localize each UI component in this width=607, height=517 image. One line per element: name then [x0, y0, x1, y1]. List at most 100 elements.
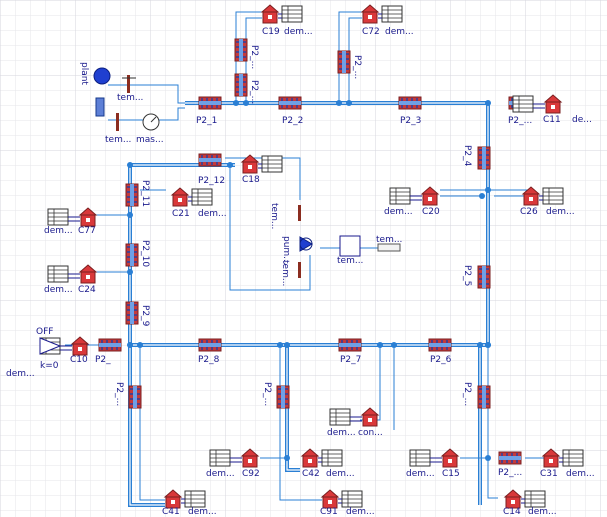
plant-group[interactable]: plant tem... tem... mas...: [79, 62, 164, 145]
pump-loop[interactable]: tem... pum... tem... tem... tem...: [269, 203, 402, 286]
pipe-p2_c72[interactable]: P2_...: [337, 50, 362, 79]
demand-table-icon[interactable]: [329, 408, 351, 426]
consumer-c92[interactable]: C92dem...: [206, 448, 260, 479]
consumer-c18[interactable]: C18: [240, 154, 283, 185]
demand-table-icon[interactable]: [562, 449, 584, 467]
demand-label: dem...: [384, 207, 413, 217]
wire-c72-b: [348, 17, 362, 103]
pipe-label: P2_...: [462, 382, 472, 406]
demand-table-icon[interactable]: [512, 95, 534, 113]
junctions: [127, 100, 491, 461]
demand-label: dem...: [528, 507, 557, 517]
demand-label: dem...: [327, 428, 356, 438]
demand-table-icon[interactable]: [47, 265, 69, 283]
wire-plant-supply: [108, 84, 185, 104]
junction-dot: [127, 269, 133, 275]
pipe-p2_9[interactable]: P2_9: [125, 301, 150, 327]
consumer-label: C26: [520, 207, 538, 217]
consumer-con[interactable]: con...dem...: [327, 407, 383, 438]
pipe-label: P2_...: [498, 468, 522, 478]
demand-table-icon[interactable]: [409, 449, 431, 467]
demand-table-icon[interactable]: [281, 5, 303, 23]
pipe-label: P2_3: [400, 116, 421, 126]
demand-table-icon[interactable]: [389, 187, 411, 205]
demand-table-icon[interactable]: [524, 490, 546, 508]
junction-dot: [377, 342, 383, 348]
consumer-c26[interactable]: C26 dem...: [520, 186, 575, 217]
consumer-c91[interactable]: C91 dem...: [320, 489, 375, 517]
pipe-p2_bm[interactable]: P2_...: [262, 382, 290, 409]
consumer-c24[interactable]: C24dem...: [44, 264, 98, 295]
junction-dot: [243, 100, 249, 106]
demand-table-icon[interactable]: [209, 449, 231, 467]
consumer-c15[interactable]: C15dem...: [406, 448, 460, 479]
pipe-label: P2_6: [430, 355, 452, 365]
consumer-label: C14: [503, 507, 521, 517]
pipe-p2_4[interactable]: P2_4: [462, 145, 491, 170]
demand-label: dem...: [546, 207, 575, 217]
pipe-p2_1[interactable]: P2_1: [196, 96, 222, 126]
pipe-p2_12[interactable]: P2_12: [198, 153, 225, 186]
pipe-p2_8[interactable]: P2_8: [198, 338, 222, 365]
temp-controller-block[interactable]: [339, 235, 361, 257]
consumer-label: C77: [78, 226, 96, 236]
pipe-p2_10[interactable]: P2_10: [125, 240, 150, 267]
consumer-c14[interactable]: C14 dem...: [503, 489, 557, 517]
consumer-label: C91: [320, 507, 338, 517]
pipe-label: P2_...: [114, 382, 124, 406]
demand-label: dem...: [566, 469, 595, 479]
consumer-label: C31: [540, 469, 558, 479]
pipe-p2_c19a[interactable]: P2_...: [234, 38, 259, 69]
pipe-p2_c15[interactable]: P2_...: [498, 451, 522, 478]
boolean-switch-icon[interactable]: [39, 337, 62, 355]
pipe-p2_5[interactable]: P2_5: [462, 265, 491, 289]
demand-table-icon[interactable]: [321, 449, 343, 467]
plant-temp-top-label: tem...: [117, 93, 143, 103]
junction-dot: [346, 100, 352, 106]
plant-temp-bottom-icon: [116, 113, 119, 131]
demand-table-icon[interactable]: [191, 188, 213, 206]
pipe-label: P2_2: [282, 116, 303, 126]
pipe-label: P2_8: [198, 355, 220, 365]
demand-label: de...: [572, 115, 592, 125]
demand-label: dem...: [346, 507, 375, 517]
consumer-c77[interactable]: C77 dem...: [44, 207, 98, 236]
plant-icon[interactable]: [93, 67, 111, 85]
demand-table-icon[interactable]: [542, 187, 564, 205]
consumer-label: C42: [302, 469, 320, 479]
junction-dot: [227, 162, 233, 168]
temp-source-block[interactable]: [377, 243, 401, 252]
consumer-label: C19: [262, 27, 280, 37]
pipe-p2_br[interactable]: P2_...: [462, 382, 491, 409]
pipe-p2_6[interactable]: P2_6: [428, 338, 452, 365]
pipe-label: P2_5: [462, 265, 472, 286]
pipe-p2_3[interactable]: P2_3: [398, 96, 422, 126]
demand-label: dem...: [406, 469, 435, 479]
pipe-p2_l[interactable]: P2_: [95, 338, 122, 365]
demand-table-icon[interactable]: [341, 490, 363, 508]
demand-table-icon[interactable]: [184, 490, 206, 508]
demand-label: dem...: [385, 27, 414, 37]
pipe-p2_c19b[interactable]: P2_...: [234, 73, 259, 104]
pipe-p2_7[interactable]: P2_7: [338, 338, 362, 365]
demand-table-icon[interactable]: [47, 208, 69, 226]
pipe-p2_11[interactable]: P2_11: [125, 180, 150, 207]
pipe-p2_bl[interactable]: P2_...: [114, 382, 142, 409]
pipe-p2_2[interactable]: P2_2: [278, 96, 303, 126]
demand-label: dem...: [44, 226, 73, 236]
junction-dot: [485, 455, 491, 461]
switch-group[interactable]: OFF k=0: [36, 327, 62, 371]
pipe-label: P2_...: [249, 45, 259, 69]
demand-table-icon[interactable]: [381, 5, 403, 23]
consumer-c31[interactable]: C31 dem...: [540, 448, 595, 479]
demand-table-icon[interactable]: [261, 155, 283, 173]
consumer-c20[interactable]: C20dem...: [384, 186, 440, 217]
